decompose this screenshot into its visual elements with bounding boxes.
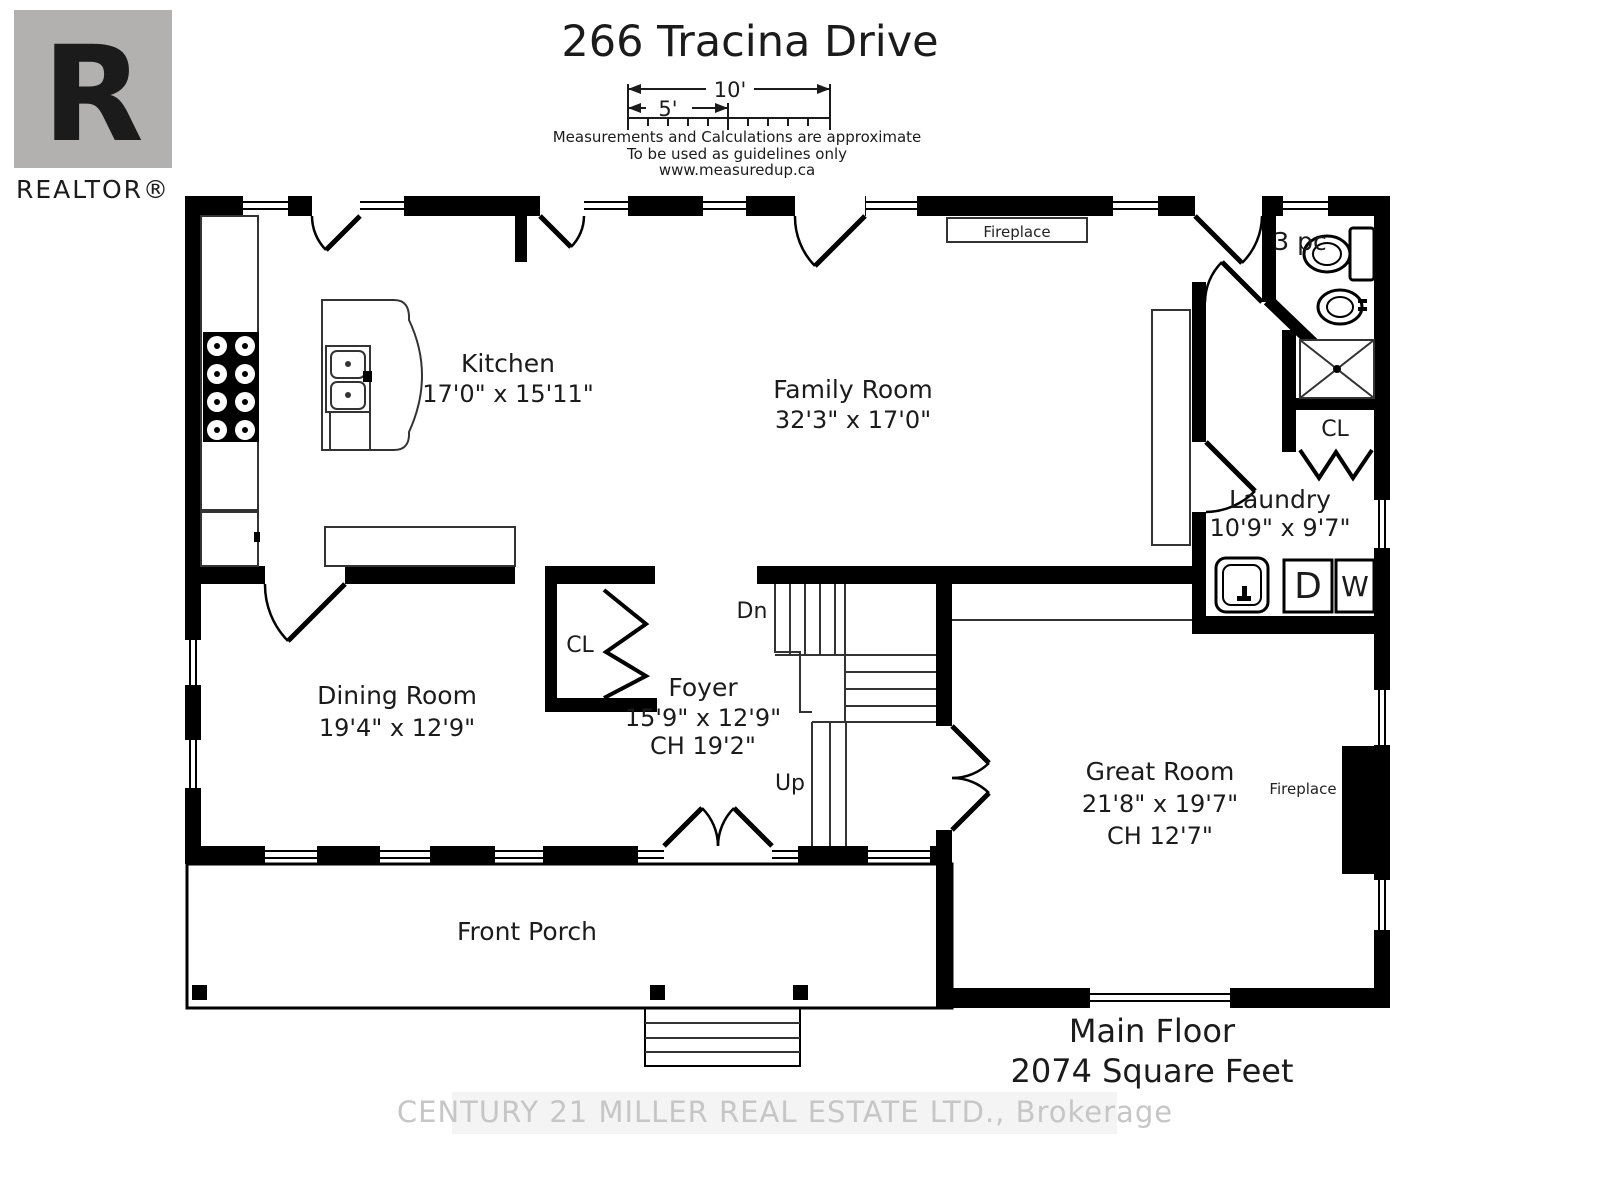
kitchen-fixtures bbox=[200, 215, 516, 567]
porch-step-lines bbox=[645, 1022, 800, 1053]
porch-posts bbox=[192, 985, 808, 1000]
disclaimer: Measurements and Calculations are approx… bbox=[553, 128, 922, 179]
dryer-box bbox=[1282, 558, 1334, 614]
foyer-dims: 15'9" x 12'9" bbox=[625, 704, 781, 732]
family-room-dims: 32'3" x 17'0" bbox=[775, 406, 931, 434]
laundry-name: Laundry bbox=[1229, 485, 1331, 514]
hall-closet-bifold-door bbox=[1298, 448, 1374, 482]
area-label: 2074 Square Feet bbox=[1010, 1052, 1293, 1090]
door-swings bbox=[263, 214, 1374, 848]
hall-closet-label: CL bbox=[1321, 417, 1349, 442]
dining-closet-label: CL bbox=[566, 633, 594, 658]
foyer-name: Foyer bbox=[668, 673, 738, 702]
stove-icon bbox=[203, 332, 259, 442]
laundry-dims: 10'9" x 9'7" bbox=[1209, 514, 1350, 542]
laundry-fixtures: D W bbox=[1214, 556, 1376, 614]
disclaimer-line-3: www.measuredup.ca bbox=[659, 161, 815, 179]
dining-room-name: Dining Room bbox=[317, 681, 477, 710]
scale-long-label: 10' bbox=[714, 78, 747, 102]
bathroom-label: 3 pc bbox=[1273, 227, 1326, 256]
washer-label: W bbox=[1341, 570, 1369, 603]
disclaimer-line-1: Measurements and Calculations are approx… bbox=[553, 128, 922, 146]
front-porch-outline bbox=[185, 862, 954, 1067]
great-room-name: Great Room bbox=[1086, 757, 1235, 786]
kitchen-peninsula-counter bbox=[324, 526, 516, 567]
footer: Main Floor 2074 Square Feet CENTURY 21 M… bbox=[397, 1012, 1294, 1134]
family-room-name: Family Room bbox=[773, 375, 933, 404]
scale-bar bbox=[627, 84, 831, 130]
bathroom-fixtures bbox=[1299, 226, 1376, 399]
washer-box bbox=[1334, 558, 1376, 614]
room-labels: Kitchen 17'0" x 15'11" Family Room 32'3"… bbox=[317, 227, 1350, 946]
toilet-icon bbox=[1302, 226, 1376, 282]
door-gaps bbox=[265, 196, 1262, 864]
front-porch-label: Front Porch bbox=[457, 917, 597, 946]
laundry-sink-icon bbox=[1214, 556, 1270, 614]
fireplace-family-label: Fireplace bbox=[983, 223, 1050, 241]
fireplace-great-label: Fireplace bbox=[1269, 780, 1336, 798]
stairs-up-label: Up bbox=[775, 771, 805, 796]
windows bbox=[185, 196, 1390, 1008]
staircase bbox=[774, 584, 936, 846]
island-sink-icon bbox=[325, 345, 372, 413]
realtor-logo-letter: R bbox=[42, 18, 144, 172]
kitchen-dims: 17'0" x 15'11" bbox=[422, 380, 594, 408]
kitchen-name: Kitchen bbox=[461, 349, 555, 378]
brokerage-watermark: CENTURY 21 MILLER REAL ESTATE LTD., Brok… bbox=[397, 1095, 1173, 1129]
shower-icon bbox=[1299, 339, 1375, 399]
dining-room-dims: 19'4" x 12'9" bbox=[319, 714, 475, 742]
great-room-ceiling: CH 12'7" bbox=[1107, 822, 1213, 850]
hall-builtin-counter bbox=[1151, 309, 1191, 546]
dining-closet-bifold-door bbox=[602, 588, 651, 700]
great-room-dims: 21'8" x 19'7" bbox=[1082, 790, 1238, 818]
dryer-label: D bbox=[1294, 566, 1322, 607]
island-dishwasher bbox=[329, 411, 371, 451]
kitchen-cabinet bbox=[200, 511, 259, 567]
realtor-logo: R REALTOR® bbox=[14, 10, 172, 204]
foyer-ceiling: CH 19'2" bbox=[650, 732, 756, 760]
disclaimer-line-2: To be used as guidelines only bbox=[626, 145, 847, 163]
bath-sink-icon bbox=[1316, 288, 1367, 326]
family-room-fireplace: Fireplace bbox=[946, 217, 1088, 243]
realtor-logo-label: REALTOR® bbox=[16, 175, 170, 204]
stairs-down-label: Dn bbox=[737, 599, 768, 624]
page-title: 266 Tracina Drive bbox=[561, 17, 938, 67]
floor-label: Main Floor bbox=[1069, 1012, 1236, 1050]
scale-short-label: 5' bbox=[658, 97, 677, 121]
